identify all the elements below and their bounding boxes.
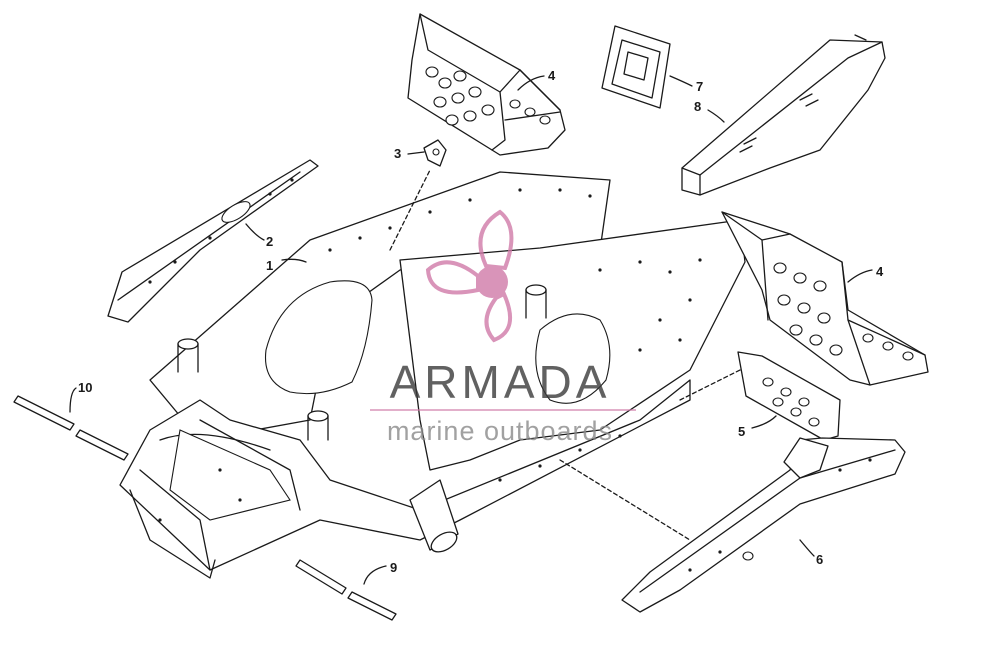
callout-6: 6 xyxy=(799,539,823,567)
callout-label-1: 1 xyxy=(266,258,273,273)
part-6-lower-rail xyxy=(621,437,906,613)
callout-label-4-right: 4 xyxy=(876,264,884,279)
watermark-title: ARMADA xyxy=(390,356,611,408)
propeller-logo-icon xyxy=(425,209,514,343)
callout-10: 10 xyxy=(69,380,92,413)
part-3-clip xyxy=(423,139,447,167)
part-4-upper-bracket xyxy=(407,13,566,156)
callout-label-2: 2 xyxy=(266,234,273,249)
part-10-pin xyxy=(13,395,129,461)
callout-9: 9 xyxy=(363,560,397,585)
callout-3: 3 xyxy=(394,146,425,161)
callout-label-8: 8 xyxy=(694,99,701,114)
part-2-upper-rail xyxy=(107,159,319,323)
callout-4-upper: 4 xyxy=(517,68,556,91)
callout-7: 7 xyxy=(669,75,703,94)
callout-label-9: 9 xyxy=(390,560,397,575)
part-8-chaincase-cover xyxy=(681,34,886,196)
callout-5: 5 xyxy=(738,415,777,439)
frame-rivets xyxy=(158,188,702,522)
part-5-plate xyxy=(737,351,841,441)
armada-watermark: ARMADA marine outboards xyxy=(370,209,636,446)
callout-label-10: 10 xyxy=(78,380,92,395)
part-4-right-holes xyxy=(773,262,914,361)
watermark-subtitle: marine outboards xyxy=(387,416,613,446)
part-7-mount-block xyxy=(601,25,671,109)
part-4-upper-holes xyxy=(425,66,551,126)
callout-1: 1 xyxy=(266,258,307,273)
callout-label-4-upper: 4 xyxy=(548,68,556,83)
callout-4-right: 4 xyxy=(847,264,884,283)
part-4-right-bracket xyxy=(721,211,929,386)
callout-2: 2 xyxy=(245,223,273,249)
callout-label-3: 3 xyxy=(394,146,401,161)
callout-label-7: 7 xyxy=(696,79,703,94)
callout-8: 8 xyxy=(694,99,725,123)
callout-label-6: 6 xyxy=(816,552,823,567)
callout-label-5: 5 xyxy=(738,424,745,439)
part-9-pin xyxy=(295,559,397,621)
